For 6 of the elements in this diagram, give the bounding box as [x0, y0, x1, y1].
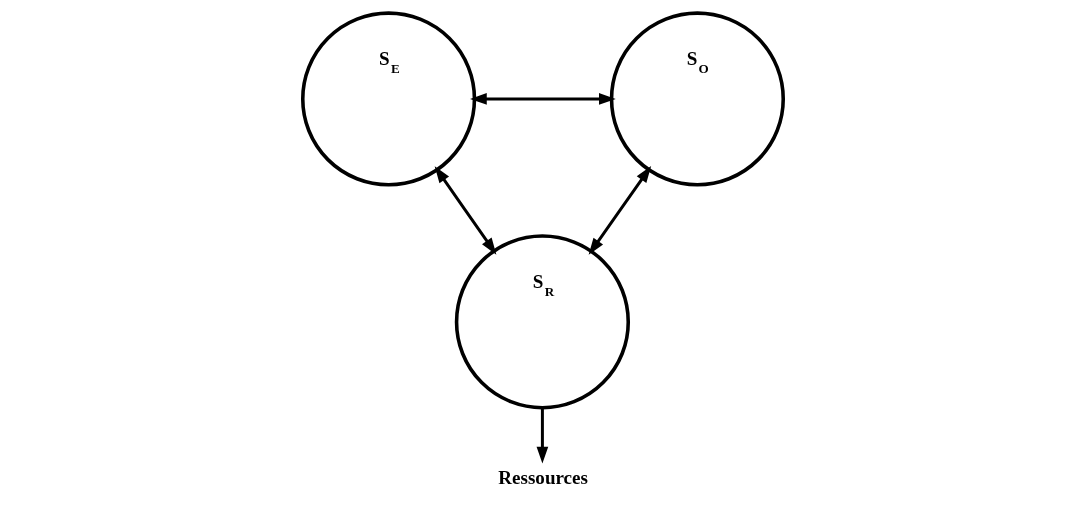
arrow: [434, 166, 497, 255]
arrow: [588, 165, 652, 255]
arrow: [536, 408, 549, 464]
node-circle: S$_{O}$: [609, 11, 785, 187]
node-text: Ressources: [498, 466, 588, 488]
arrow: [470, 93, 616, 105]
